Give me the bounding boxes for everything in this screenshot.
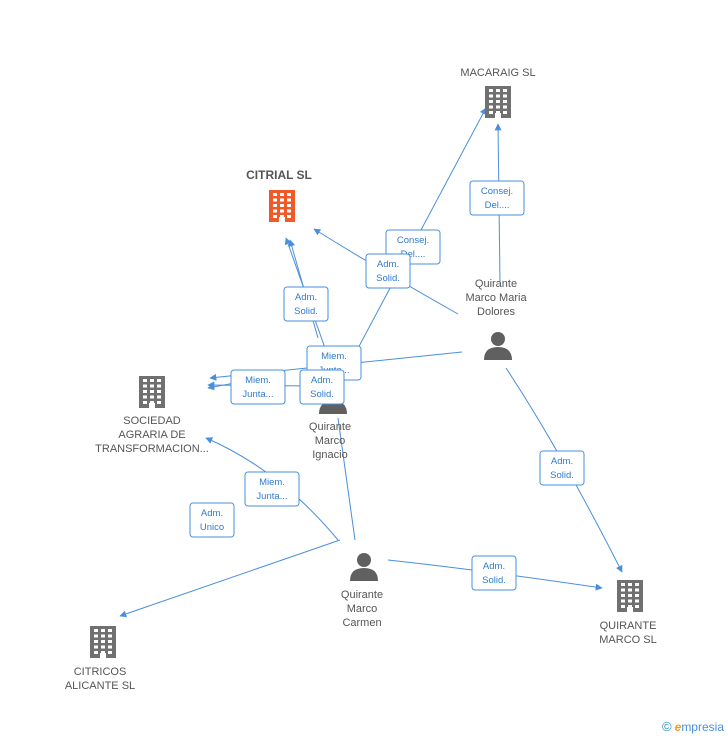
relation-label-e11[interactable]: Adm. Solid. [471, 555, 517, 591]
node-label: Quirante [309, 421, 351, 433]
relation-label-e7[interactable]: Adm. Solid. [299, 369, 345, 405]
node-label: Ignacio [312, 449, 347, 461]
relation-label-e10[interactable]: Adm. Unico [189, 502, 235, 538]
relation-text: Miem. [245, 375, 271, 386]
node-label: ALICANTE SL [65, 680, 135, 692]
building-icon [485, 86, 511, 118]
relation-text: Del.... [401, 249, 426, 260]
node-label: AGRARIA DE [118, 429, 185, 441]
relation-text: Adm. [551, 456, 573, 467]
relation-text: Consej. [397, 235, 429, 246]
brand-initial: e [674, 720, 682, 734]
relation-text: Adm. [311, 375, 333, 386]
relation-label-e1[interactable]: Consej. Del.... [469, 180, 525, 216]
node-label: Quirante [341, 589, 383, 601]
edge-line-extra [337, 417, 356, 541]
brand-name: mpresia [681, 720, 724, 734]
relation-box [539, 450, 585, 486]
node-label: SOCIEDAD [123, 415, 181, 427]
relation-text: Junta... [242, 389, 273, 400]
node-label: MARCO SL [599, 634, 656, 646]
relation-label-e4[interactable]: Adm. Solid. [283, 286, 329, 322]
building-icon [139, 376, 165, 408]
relation-text: Consej. [481, 186, 513, 197]
relation-box [471, 555, 517, 591]
copyright-symbol: © [662, 719, 672, 734]
relation-text: Solid. [376, 273, 400, 284]
node-label: Marco Maria [465, 292, 527, 304]
node-citrial[interactable]: CITRIAL SL [246, 168, 312, 222]
relation-text: Solid. [310, 389, 334, 400]
node-label: Dolores [477, 306, 515, 318]
relation-text: Solid. [482, 575, 506, 586]
node-macaraig[interactable]: MACARAIG SL [460, 67, 536, 118]
node-quirante-marco-sl[interactable]: QUIRANTE MARCO SL [599, 580, 657, 646]
building-icon [617, 580, 643, 612]
relation-text: Miem. [259, 477, 285, 488]
relation-text: Adm. [295, 292, 317, 303]
relation-box [365, 253, 411, 289]
building-icon [90, 626, 116, 658]
person-icon [484, 332, 512, 360]
relation-text: Solid. [294, 306, 318, 317]
relation-label-e9[interactable]: Miem. Junta... [244, 471, 300, 507]
node-label: Marco [315, 435, 346, 447]
relation-box [189, 502, 235, 538]
footer-brand[interactable]: ©empresia [662, 719, 724, 734]
edge-line-e10 [119, 539, 341, 618]
node-label: Quirante [475, 278, 517, 290]
node-label: QUIRANTE [600, 620, 657, 632]
relation-box [299, 369, 345, 405]
relation-text: Unico [200, 522, 224, 533]
node-label: TRANSFORMACION... [95, 443, 209, 455]
relation-text: Junta... [256, 491, 287, 502]
person-icon [350, 553, 378, 581]
node-label: MACARAIG SL [460, 67, 535, 79]
node-label: Marco [347, 603, 378, 615]
relation-text: Miem. [321, 351, 347, 362]
node-citricos[interactable]: CITRICOS ALICANTE SL [65, 626, 135, 692]
relation-label-e6[interactable]: Miem. Junta... [230, 369, 286, 405]
relation-box [244, 471, 300, 507]
node-sociedad[interactable]: SOCIEDAD AGRARIA DE TRANSFORMACION... [95, 376, 209, 455]
relation-box [230, 369, 286, 405]
building-icon [269, 190, 295, 222]
relation-box [469, 180, 525, 216]
relation-label-e3[interactable]: Adm. Solid. [365, 253, 411, 289]
relation-text: Adm. [377, 259, 399, 270]
relation-box [283, 286, 329, 322]
relation-text: Del.... [485, 200, 510, 211]
relation-text: Adm. [201, 508, 223, 519]
relation-text: Solid. [550, 470, 574, 481]
relation-label-e8[interactable]: Adm. Solid. [539, 450, 585, 486]
node-label: CITRICOS [74, 666, 127, 678]
node-label: CITRIAL SL [246, 168, 312, 182]
node-label: Carmen [342, 617, 381, 629]
relation-text: Adm. [483, 561, 505, 572]
